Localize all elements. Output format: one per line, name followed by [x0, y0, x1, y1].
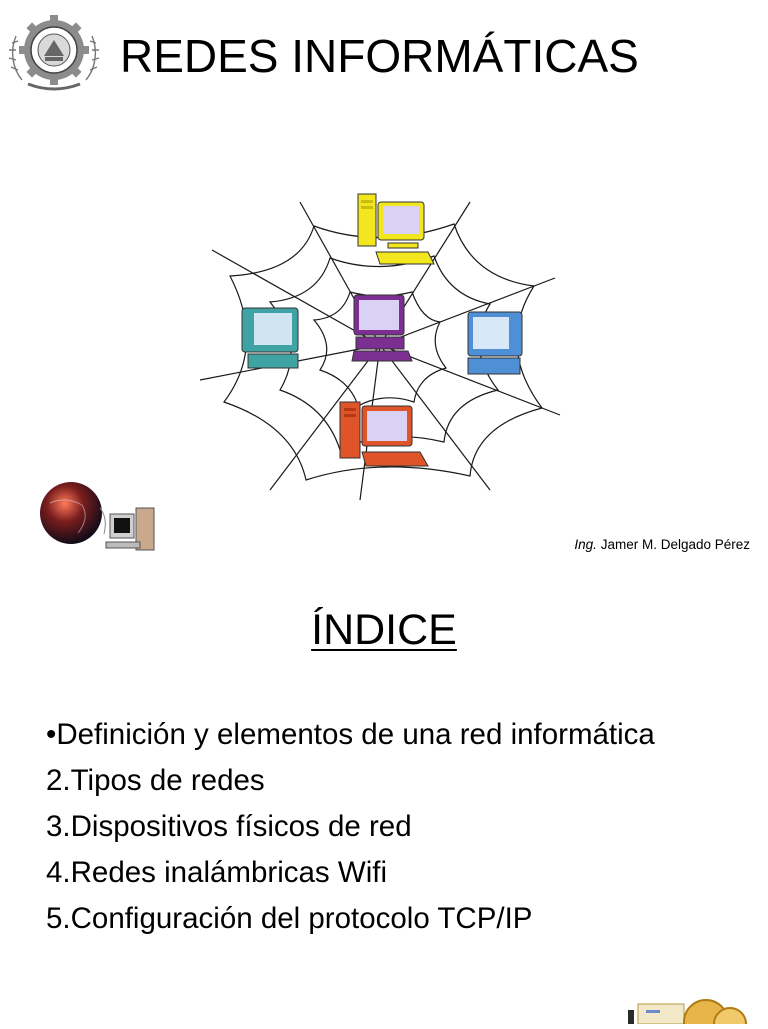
author-credit: Ing. Jamer M. Delgado Pérez	[574, 536, 750, 554]
list-item: •Definición y elementos de una red infor…	[46, 718, 655, 751]
list-item: 3.Dispositivos físicos de red	[46, 810, 412, 843]
spider-web-network-icon	[190, 180, 570, 505]
list-item: 2.Tipos de redes	[46, 764, 265, 797]
globe-icon	[40, 482, 102, 544]
index-list: •Definición y elementos de una red infor…	[46, 716, 746, 946]
index-heading: ÍNDICE	[0, 604, 768, 656]
list-item: 4.Redes inalámbricas Wifi	[46, 856, 388, 889]
page-title: REDES INFORMÁTICAS	[120, 30, 639, 82]
author-role: Ing.	[574, 537, 597, 552]
gear-seal-emblem-icon	[8, 10, 100, 92]
list-item: 5.Configuración del protocolo TCP/IP	[46, 902, 533, 935]
author-name: Jamer M. Delgado Pérez	[600, 537, 750, 552]
globe-computer-clipart	[38, 478, 160, 556]
index-heading-text: ÍNDICE	[311, 606, 457, 654]
desktop-computer-icon	[99, 507, 155, 551]
coin-and-document-icon	[618, 996, 768, 1029]
